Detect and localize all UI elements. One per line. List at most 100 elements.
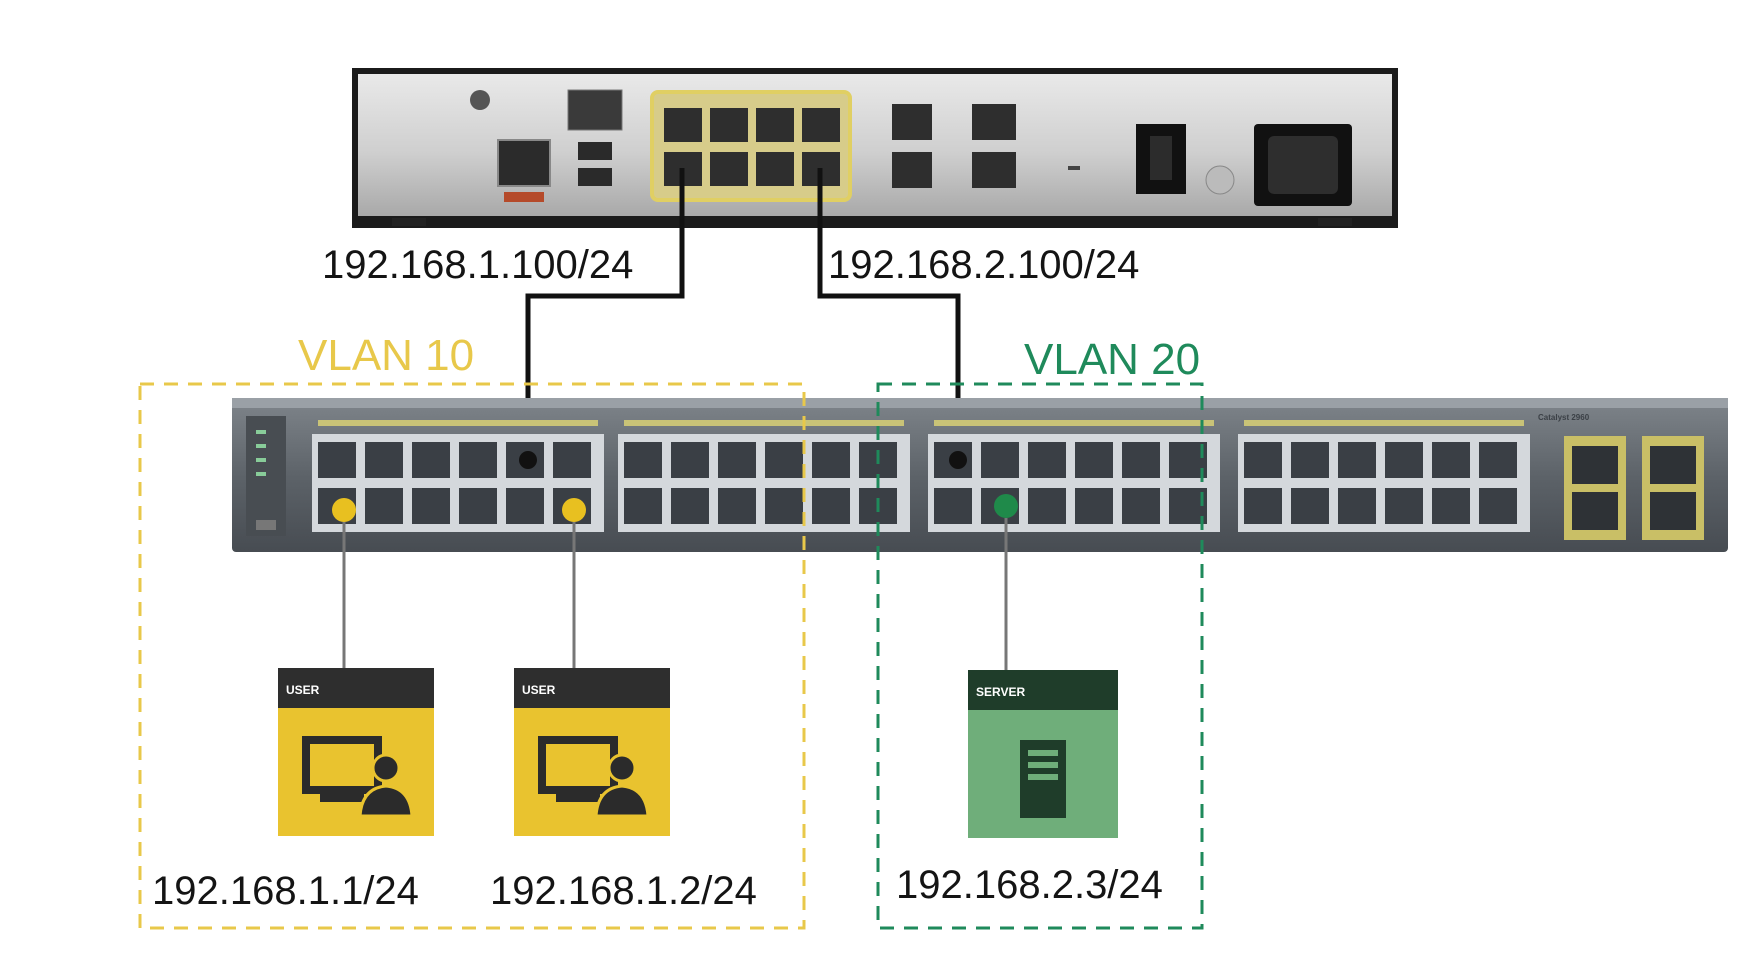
vlan10-access-port-2 [562, 498, 586, 522]
host-2-ip: 192.168.1.2/24 [490, 869, 757, 913]
monitor-screen [310, 744, 374, 786]
router-port [756, 108, 794, 142]
vlan10-trunk-plug [519, 451, 537, 469]
switch-port [365, 488, 403, 524]
switch-port [1075, 442, 1113, 478]
uplink-port [1650, 492, 1696, 530]
router-port [972, 152, 1016, 188]
switch-port [1338, 488, 1376, 524]
uplink-sfp [1572, 446, 1618, 484]
switch-port [934, 488, 972, 524]
router-port [892, 152, 932, 188]
router-wan-ports [892, 104, 1016, 188]
switch: Catalyst 2960 [232, 398, 1728, 552]
router-power-inlet-core [1268, 136, 1338, 194]
switch-port [1338, 442, 1376, 478]
switch-port [1432, 442, 1470, 478]
switch-port [1385, 442, 1423, 478]
switch-port [1075, 488, 1113, 524]
router-usb-port-1 [578, 142, 612, 160]
switch-port [624, 442, 662, 478]
switch-port [718, 488, 756, 524]
host-user-2: USER [514, 668, 670, 836]
port-led-strip [934, 420, 1214, 426]
person-body [358, 784, 414, 818]
switch-status-led [256, 430, 266, 434]
vlan20-label: VLAN 20 [1024, 335, 1200, 384]
router-lock-icon [1205, 165, 1235, 195]
host-tag: SERVER [976, 685, 1025, 699]
switch-ports [318, 442, 1517, 524]
switch-port [1479, 442, 1517, 478]
router-led [1068, 166, 1080, 170]
switch-port [1122, 442, 1160, 478]
switch-port [1479, 488, 1517, 524]
switch-port [718, 442, 756, 478]
switch-port [1291, 488, 1329, 524]
router-port [710, 152, 748, 186]
router-usb-port-2 [578, 168, 612, 186]
switch-port [1028, 488, 1066, 524]
monitor-stand [556, 794, 600, 802]
port-led-strip [1244, 420, 1524, 426]
vlan10-access-port-1 [332, 498, 356, 522]
monitor-stand [320, 794, 364, 802]
router-foot-left [392, 218, 426, 226]
switch-port [318, 442, 356, 478]
server-icon [1020, 740, 1066, 818]
switch-port [459, 442, 497, 478]
vlan20-trunk-plug [949, 451, 967, 469]
uplink-port [1572, 492, 1618, 530]
monitor-screen [546, 744, 610, 786]
router-foot-right [1318, 218, 1352, 226]
switch-port [1432, 488, 1470, 524]
switch-port [1385, 488, 1423, 524]
server-ip: 192.168.2.3/24 [896, 863, 1163, 907]
router-port [972, 104, 1016, 140]
host-tag: USER [286, 683, 320, 697]
server-bay [1028, 774, 1058, 780]
switch-port [412, 488, 450, 524]
port-led-strip [624, 420, 904, 426]
user-workstation-icon [538, 736, 650, 818]
router [352, 68, 1398, 228]
switch-port [671, 442, 709, 478]
router-left-port-ip: 192.168.1.100/24 [322, 243, 633, 287]
switch-port [1291, 442, 1329, 478]
router-console-tab [504, 192, 544, 202]
host-tag-bar [278, 668, 434, 708]
person-head [607, 753, 637, 783]
router-port [802, 108, 840, 142]
router-port [756, 152, 794, 186]
switch-port [1244, 488, 1282, 524]
cable-vlan10-trunk [525, 168, 685, 460]
host-tag-bar [968, 670, 1118, 710]
person-head [371, 753, 401, 783]
switch-port [671, 488, 709, 524]
router-right-port-ip: 192.168.2.100/24 [828, 243, 1139, 287]
switch-port [624, 488, 662, 524]
switch-port [812, 488, 850, 524]
router-power-switch-rocker [1150, 136, 1172, 180]
port-led-strip [318, 420, 598, 426]
switch-uplinks [1564, 436, 1704, 540]
switch-port [1244, 442, 1282, 478]
host-tag-bar [514, 668, 670, 708]
router-ground-screw-icon [470, 90, 490, 110]
router-port [664, 108, 702, 142]
vlan10-label: VLAN 10 [298, 331, 474, 380]
server-bay [1028, 750, 1058, 756]
user-workstation-icon [302, 736, 414, 818]
router-port [892, 104, 932, 140]
switch-mode-button [256, 520, 276, 530]
uplink-sfp [1650, 446, 1696, 484]
person-body [594, 784, 650, 818]
switch-port [1028, 442, 1066, 478]
host-1-ip: 192.168.1.1/24 [152, 869, 419, 913]
switch-port [765, 442, 803, 478]
vlan20-access-port [994, 494, 1018, 518]
switch-brand-label: Catalyst 2960 [1538, 413, 1590, 422]
host-user-1: USER [278, 668, 434, 836]
switch-port [765, 488, 803, 524]
